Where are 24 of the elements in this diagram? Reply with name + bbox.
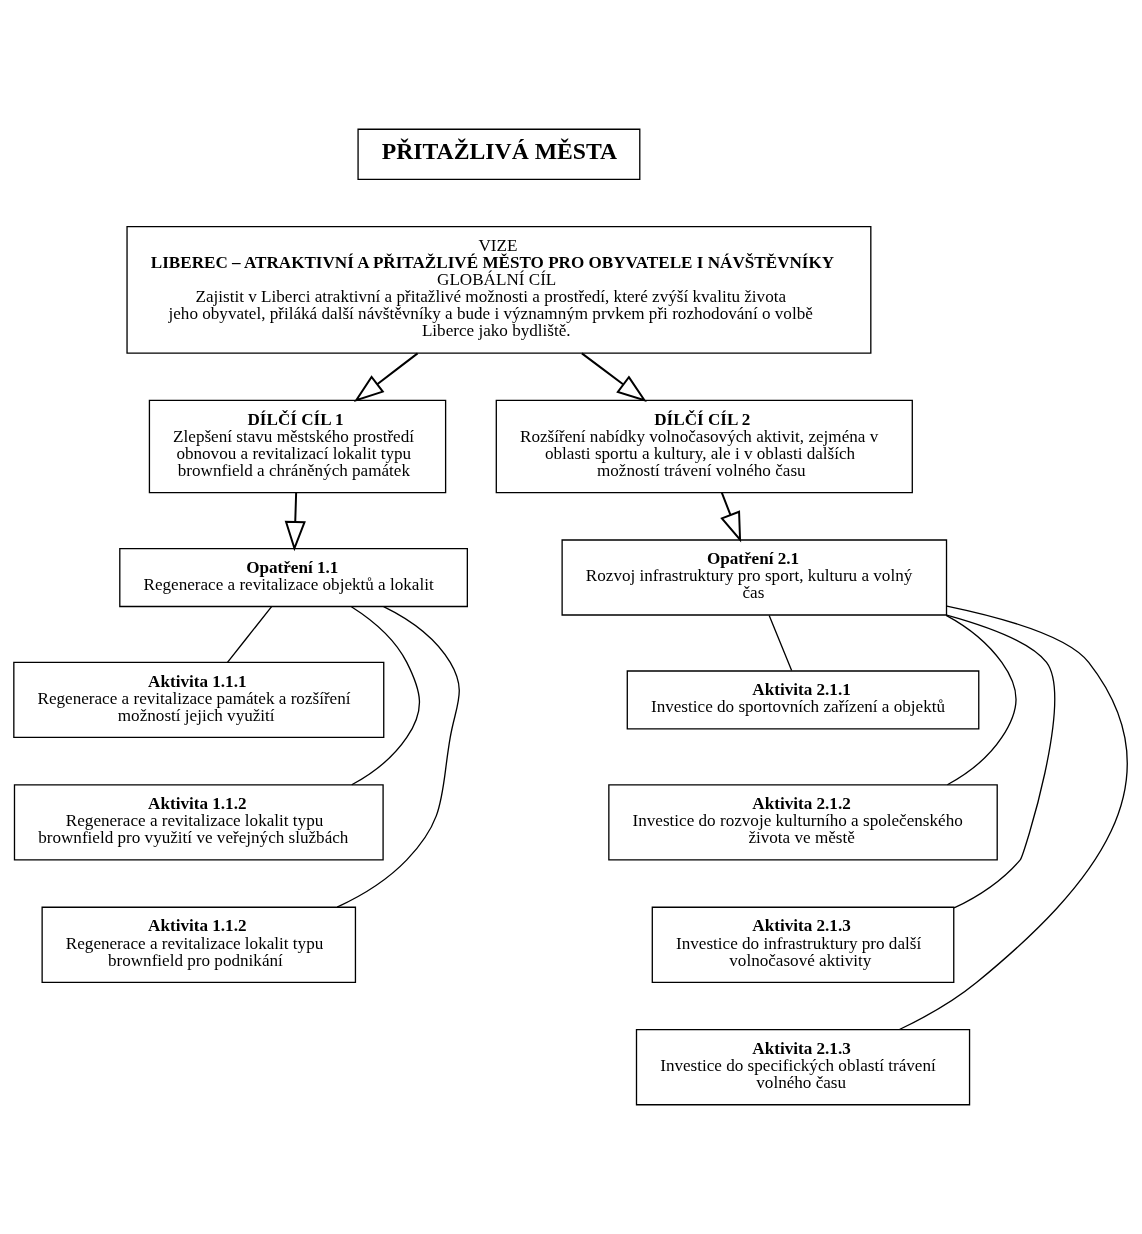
arrow: [353, 352, 419, 403]
connector: [336, 605, 460, 908]
node-box: Opatření 2.1 Rozvoj infrastruktury pro sport, kulturu a volný čas: [561, 539, 948, 616]
node-box: Aktivita 1.1.2 Regenerace a revitalizace lokalit typu brownfield pro podnikání: [41, 906, 357, 983]
node-box: Aktivita 2.1.2 Investice do rozvoje kulturního a společenského života ve městě: [608, 784, 998, 861]
node-box: Aktivita 2.1.3 Investice do infrastruktury pro další volnočasové aktivity: [651, 906, 955, 983]
node-box: VIZE LIBEREC – ATRAKTIVNÍ A PŘITAŽLIVÉ MĚSTO PRO OBYVATELE I NÁVŠTĚVNÍKY GLOBÁLNÍ CÍL Zajistit v Liberci atraktivní a přitažlivé možnosti a prostředí, které zvýší kvalitu života jeho obyvatel, přiláká další návštěvníky a bude i významným prvkem při rozhodování o volbě Liberce jako bydliště.: [126, 226, 872, 354]
node-box: Aktivita 2.1.1 Investice do sportovních zařízení a objektů: [626, 670, 980, 730]
connector: [898, 605, 1128, 1031]
node-box: Opatření 1.1 Regenerace a revitalizace objektů a lokalit: [119, 547, 468, 608]
connector: [946, 614, 1056, 909]
node-box: PŘITAŽLIVÁ MĚSTA: [357, 128, 641, 180]
node-box: DÍLČÍ CÍL 1 Zlepšení stavu městského prostředí obnovou a revitalizací lokalit typu brownfield a chráněných památek: [148, 399, 447, 494]
node-box: DÍLČÍ CÍL 2 Rozšíření nabídky volnočasových aktivit, zejména v oblasti sportu a kultury, ale i v oblasti dalších možností trávení volného času: [495, 399, 913, 494]
connector: [350, 606, 421, 786]
arrow: [720, 491, 742, 543]
connector: [945, 614, 1017, 786]
node-box: Aktivita 1.1.1 Regenerace a revitalizace památek a rozšíření možností jejich využití: [13, 661, 385, 739]
connector: [226, 605, 273, 663]
arrow: [580, 352, 647, 403]
node-box: Aktivita 2.1.3 Investice do specifických oblastí trávení volného času: [635, 1029, 971, 1106]
arrow: [284, 491, 306, 552]
node-box: Aktivita 1.1.2 Regenerace a revitalizace lokalit typu brownfield pro využití ve veřejných službách: [13, 784, 384, 861]
connector: [768, 614, 793, 672]
